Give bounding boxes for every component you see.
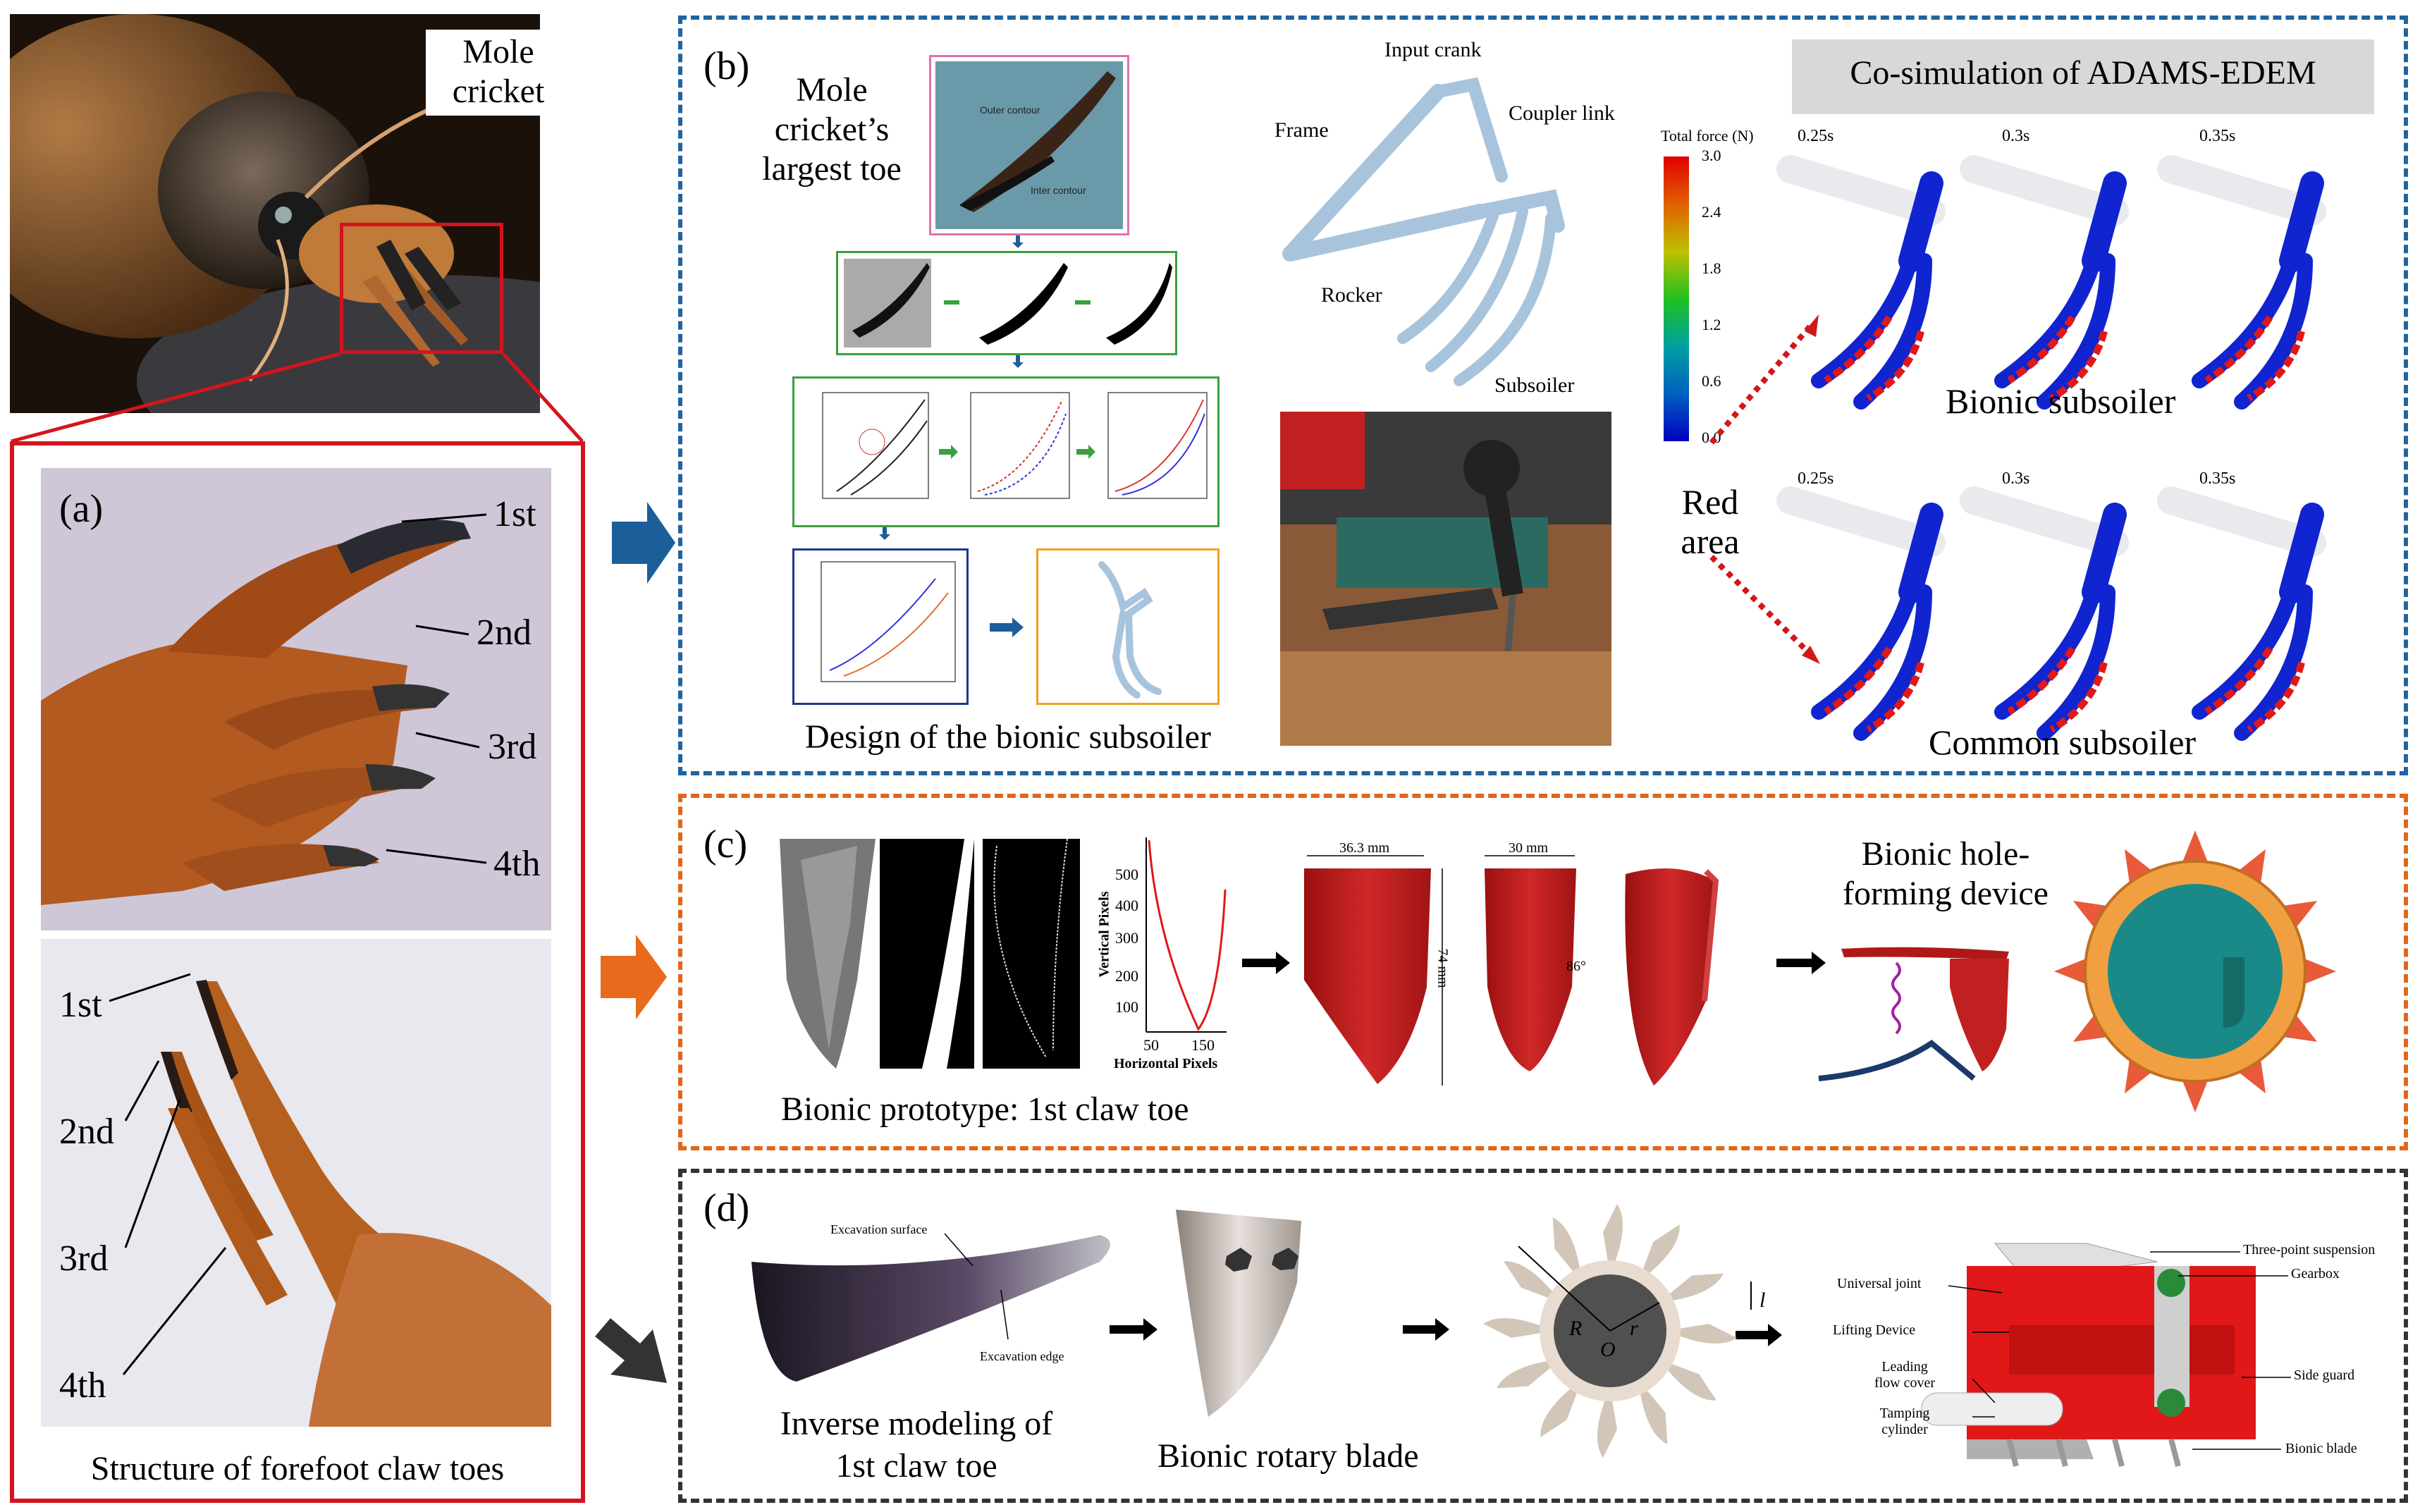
pixel-plot-ytick-500: 500 — [1115, 866, 1138, 883]
mole-cricket-label: Mole cricket — [452, 33, 545, 110]
inverse-modeling-caption: Inverse modeling of 1st claw toe — [780, 1405, 1053, 1485]
leading-flow-cover-label: Leading flow cover — [1874, 1359, 1936, 1391]
mole-cricket-label-box — [426, 30, 571, 116]
toe-photo-box — [929, 55, 1129, 235]
dim-width-36: 36.3 mm — [1339, 840, 1390, 856]
panel-a-frame — [10, 441, 585, 1503]
panel-c-tag: (c) — [704, 823, 748, 866]
pixel-plot-ytick-100: 100 — [1115, 998, 1138, 1016]
colorbar-tick-5: 0.0 — [1702, 429, 1721, 446]
arrow-to-b — [612, 502, 675, 584]
panel-d-tag: (d) — [704, 1186, 750, 1230]
coupler-link-label: Coupler link — [1509, 102, 1615, 125]
model-box — [1036, 548, 1220, 705]
toe-top-3rd: 3rd — [488, 727, 537, 767]
lifting-device-label: Lifting Device — [1833, 1322, 1916, 1338]
colorbar — [1664, 156, 1689, 441]
panel-b-tag: (b) — [704, 44, 750, 88]
excavation-edge-label: Excavation edge — [980, 1349, 1064, 1363]
cosim-title: Co-simulation of ADAMS-EDEM — [1850, 54, 2316, 92]
claw-photo-bottom — [41, 939, 551, 1427]
frame-label: Frame — [1275, 118, 1329, 142]
pixel-plot-xtick-150: 150 — [1191, 1036, 1215, 1054]
excavation-surface-label: Excavation surface — [830, 1222, 928, 1236]
panel-a-tag: (a) — [59, 487, 104, 531]
rotor-r: r — [1630, 1317, 1638, 1340]
toe-bottom-2nd: 2nd — [59, 1112, 114, 1152]
pixel-plot-ytick-300: 300 — [1115, 929, 1138, 947]
pixel-plot-ylabel: Vertical Pixels — [1096, 891, 1112, 978]
common-subsoiler-label: Common subsoiler — [1929, 723, 2197, 762]
panel-a-caption: Structure of forefoot claw toes — [90, 1450, 505, 1487]
design-caption: Design of the bionic subsoiler — [805, 718, 1211, 756]
time-bionic-1: 0.3s — [2002, 127, 2030, 145]
dim-height-74: 74 mm — [1435, 948, 1451, 988]
claw-gray-image — [773, 839, 876, 1069]
panel-b-frame — [678, 16, 2408, 775]
colorbar-tick-3: 1.2 — [1702, 316, 1721, 333]
gearbox-label: Gearbox — [2291, 1266, 2340, 1281]
pixel-plot-xtick-50: 50 — [1143, 1036, 1159, 1054]
toe-top-1st: 1st — [493, 494, 536, 534]
toe-top-4th: 4th — [493, 844, 541, 884]
arrow-to-c — [601, 935, 667, 1019]
claw-binary-image — [880, 839, 974, 1069]
arrow-to-d — [595, 1318, 667, 1383]
hole-forming-title: Bionic hole- forming device — [1843, 835, 2049, 912]
pixel-plot-ytick-400: 400 — [1115, 897, 1138, 914]
curve-fitting-box — [792, 376, 1220, 527]
toe-top-2nd: 2nd — [477, 613, 532, 653]
time-bionic-0: 0.25s — [1798, 127, 1834, 145]
time-common-0: 0.25s — [1798, 469, 1834, 488]
red-area-label: Red area — [1681, 482, 1740, 561]
zoom-region-box — [340, 223, 503, 354]
input-crank-label: Input crank — [1384, 38, 1482, 61]
pixel-plot-xlabel: Horizontal Pixels — [1114, 1056, 1218, 1071]
claw-edge-image — [983, 839, 1080, 1069]
claw-photo-top — [41, 468, 551, 930]
bionic-subsoiler-label: Bionic subsoiler — [1946, 381, 2176, 421]
toe-bottom-1st: 1st — [59, 985, 102, 1025]
time-common-1: 0.3s — [2002, 469, 2030, 488]
colorbar-tick-0: 3.0 — [1702, 147, 1721, 164]
toe-title: Mole cricket’s largest toe — [762, 71, 902, 188]
colorbar-title: Total force (N) — [1661, 127, 1754, 145]
rotor-l: l — [1759, 1289, 1766, 1312]
trajectory-plot-box — [792, 548, 969, 705]
colorbar-tick-2: 1.8 — [1702, 259, 1721, 277]
universal-joint-label: Universal joint — [1837, 1276, 1922, 1291]
silhouette-box — [836, 251, 1177, 355]
time-bionic-2: 0.35s — [2199, 127, 2236, 145]
subsoiler-label: Subsoiler — [1494, 374, 1575, 397]
colorbar-tick-4: 0.6 — [1702, 372, 1721, 390]
time-common-2: 0.35s — [2199, 469, 2236, 488]
three-point-suspension-label: Three-point suspension — [2243, 1242, 2376, 1258]
cosim-title-bg — [1792, 39, 2374, 114]
rotor-R: R — [1569, 1317, 1583, 1340]
bionic-rotary-blade-caption: Bionic rotary blade — [1157, 1437, 1419, 1475]
field-test-photo — [1280, 412, 1611, 746]
panel-c-frame — [678, 794, 2408, 1150]
side-guard-label: Side guard — [2294, 1367, 2355, 1383]
toe-bottom-3rd: 3rd — [59, 1239, 109, 1279]
tamping-cylinder-label: Tamping cylinder — [1879, 1406, 1930, 1437]
colorbar-tick-1: 2.4 — [1702, 203, 1721, 221]
panel-d-frame — [678, 1169, 2408, 1503]
panel-c-caption: Bionic prototype: 1st claw toe — [781, 1090, 1189, 1128]
rotor-O: O — [1600, 1338, 1616, 1361]
rocker-label: Rocker — [1321, 283, 1382, 307]
pixel-plot-ytick-200: 200 — [1115, 967, 1138, 985]
dim-width-30: 30 mm — [1509, 840, 1549, 856]
inter-contour-note: Inter contour — [1031, 185, 1086, 196]
dim-angle-86: 86° — [1566, 959, 1586, 974]
toe-bottom-4th: 4th — [59, 1365, 106, 1406]
outer-contour-note: Outer contour — [980, 104, 1040, 116]
bionic-blade-label: Bionic blade — [2285, 1441, 2357, 1456]
